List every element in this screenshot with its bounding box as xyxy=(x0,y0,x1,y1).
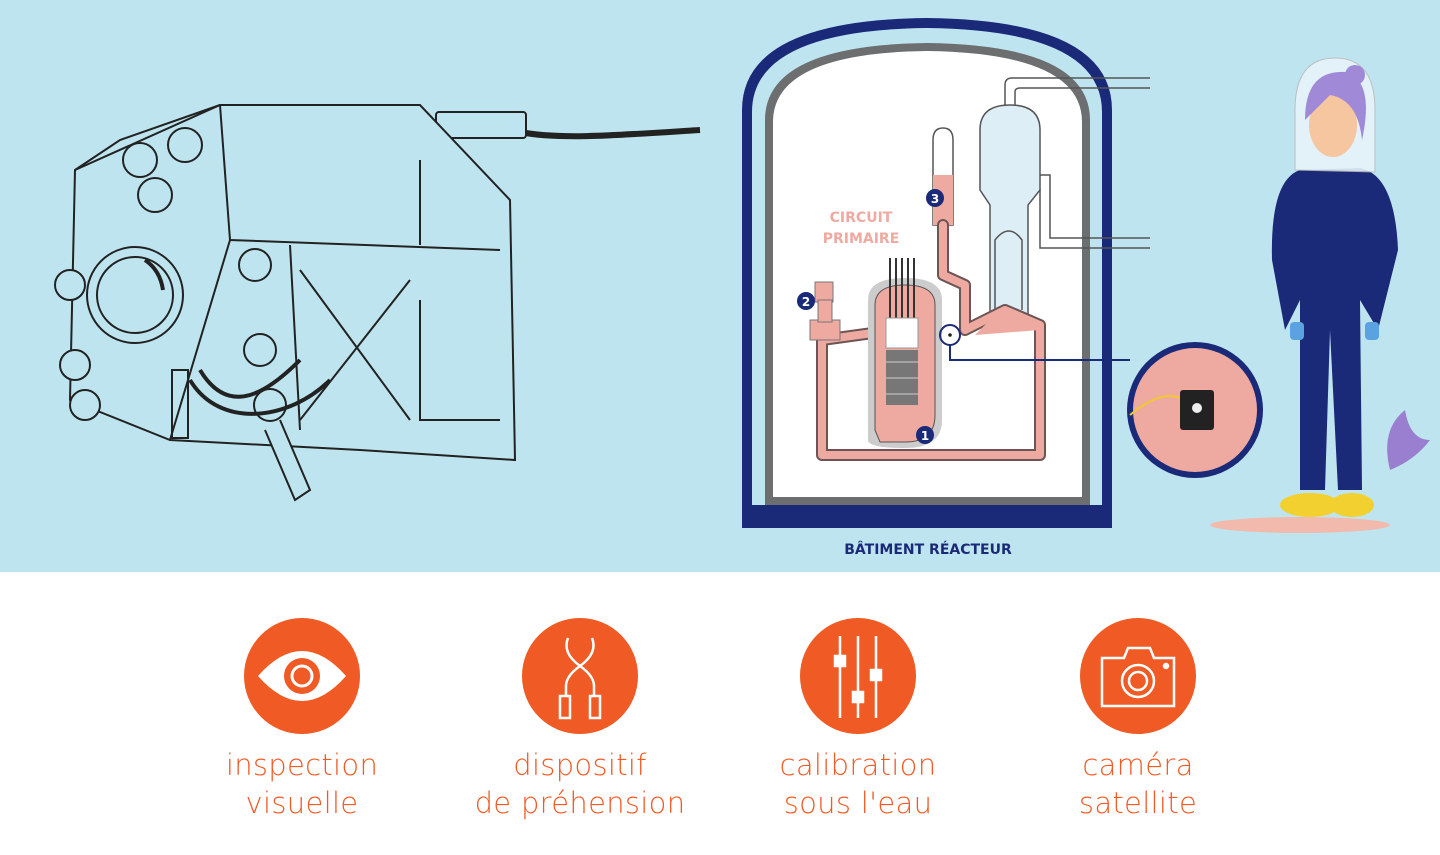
circuit-label-line2: PRIMAIRE xyxy=(823,231,900,247)
gripper-icon xyxy=(522,618,638,734)
technician-illustration xyxy=(1210,57,1430,533)
eye-icon xyxy=(244,618,360,734)
feature-label-line1: dispositif xyxy=(513,748,647,782)
reactor-scene: 1 2 3 CIRCUIT PRIMAIRE BÂTIMENT RÉACTEUR xyxy=(54,18,1430,558)
feature-label-line1: caméra xyxy=(1082,748,1194,782)
marker-1: 1 xyxy=(916,426,934,444)
feature-label-line1: calibration xyxy=(779,748,937,782)
feature-gripper: dispositif de préhension xyxy=(440,618,720,822)
feature-visual-inspection: inspection visuelle xyxy=(162,618,442,822)
primary-circuit-fill xyxy=(818,221,1044,459)
feature-underwater-calibration: calibration sous l'eau xyxy=(718,618,998,822)
building-label: BÂTIMENT RÉACTEUR xyxy=(844,541,1012,558)
feature-label-line2: sous l'eau xyxy=(783,786,933,820)
sensor-callout xyxy=(939,324,1263,478)
svg-text:1: 1 xyxy=(921,429,929,443)
circuit-label-line1: CIRCUIT xyxy=(830,210,893,226)
feature-label-line1: inspection xyxy=(225,748,379,782)
marker-2: 2 xyxy=(797,292,815,310)
underwater-robot-illustration xyxy=(54,104,701,502)
feature-label-line2: visuelle xyxy=(245,786,359,820)
feature-satellite-camera: caméra satellite xyxy=(998,618,1278,822)
sliders-icon xyxy=(800,618,916,734)
pressurizer xyxy=(932,127,954,226)
steam-generator xyxy=(979,104,1041,316)
marker-3: 3 xyxy=(926,189,944,207)
primary-pump xyxy=(809,281,841,341)
camera-icon xyxy=(1080,618,1196,734)
svg-text:2: 2 xyxy=(802,295,810,309)
svg-text:3: 3 xyxy=(931,192,939,206)
feature-label-line2: de préhension xyxy=(474,786,686,820)
reactor-vessel xyxy=(868,258,942,448)
feature-label-line2: satellite xyxy=(1078,786,1198,820)
